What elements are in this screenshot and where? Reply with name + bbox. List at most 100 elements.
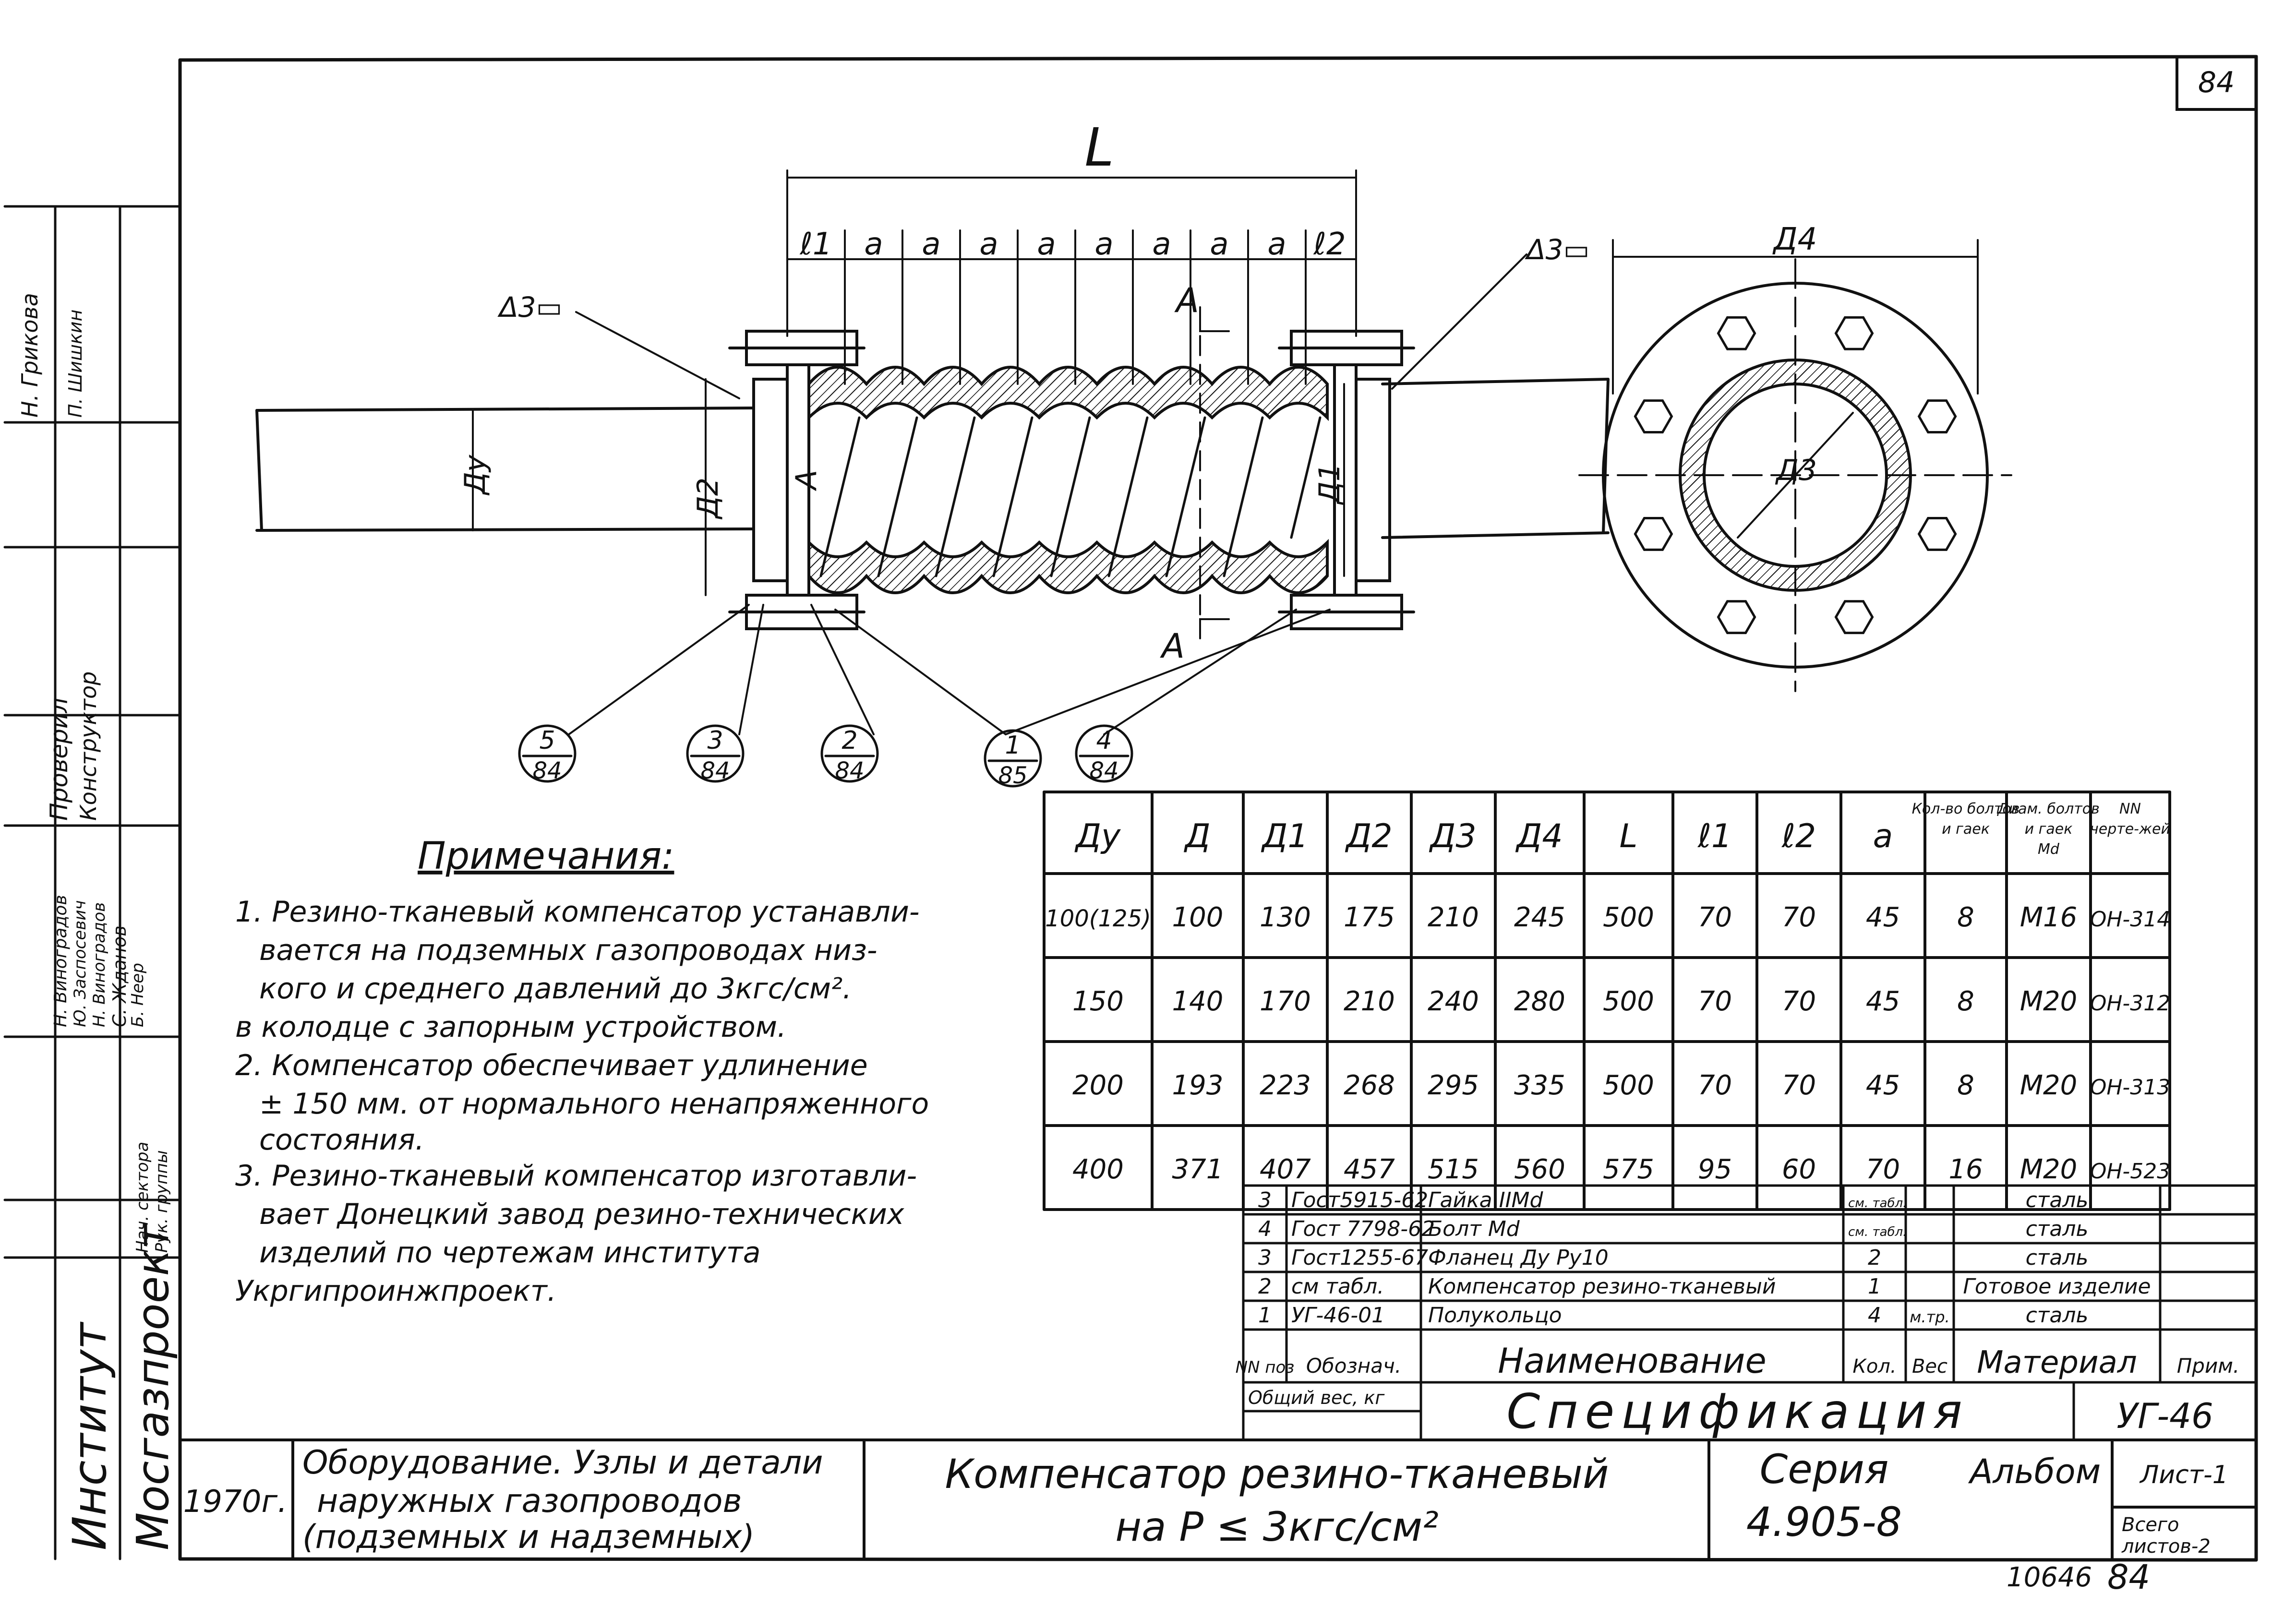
- table-header-cell: и гаек: [2025, 821, 2073, 838]
- bottom-page-number: 84: [2107, 1558, 2150, 1597]
- table-header-cell: L: [1620, 817, 1638, 855]
- title-year: 1970г.: [183, 1484, 288, 1520]
- bolt-hole: [1634, 399, 1673, 433]
- side-role-4: Конструктор: [75, 671, 101, 821]
- svg-text:2: 2: [1258, 1274, 1272, 1299]
- svg-text:Гост 7798-62: Гост 7798-62: [1291, 1217, 1435, 1241]
- title-album-label: Альбом: [1968, 1452, 2101, 1491]
- table-cell: 70: [1698, 986, 1732, 1017]
- section-mark-bottom: А: [1160, 626, 1185, 666]
- svg-text:3: 3: [707, 726, 723, 755]
- archive-number: 10646: [2007, 1562, 2092, 1593]
- table-header-cell: Д: [1183, 817, 1210, 855]
- svg-text:сталь: сталь: [2026, 1188, 2089, 1212]
- table-header-cell: Md: [2038, 841, 2060, 858]
- side-role-1: Н. Грикова: [17, 293, 43, 418]
- table-cell: 8: [1957, 902, 1974, 933]
- note-line-9: вает Донецкий завод резино-технических: [259, 1198, 904, 1231]
- table-cell: 457: [1344, 1154, 1395, 1185]
- side-role-6: Ю. Заспосевич: [71, 900, 90, 1027]
- side-org: Мосгазпроект: [127, 1222, 179, 1550]
- svg-text:1: 1: [1868, 1274, 1881, 1299]
- flange-end-view: [1578, 239, 2012, 692]
- bolt-hole: [1917, 399, 1957, 433]
- note-line-1: 1. Резино-тканевый компенсатор устанавли…: [235, 895, 920, 929]
- table-header-cell: Д1: [1261, 817, 1308, 855]
- weld-mark-left: Δ3▭: [497, 291, 562, 324]
- spec-header: NN поз Обознач. Наименование Кол. Вес Ма…: [1236, 1341, 2240, 1439]
- svg-text:84: 84: [835, 757, 864, 784]
- label-Dy: Ду: [458, 454, 492, 496]
- title-series: 4.905-8: [1746, 1498, 1902, 1546]
- title-total-1: Всего: [2122, 1514, 2179, 1536]
- svg-text:Полукольцо: Полукольцо: [1428, 1303, 1562, 1328]
- note-line-5: 2. Компенсатор обеспечивает удлинение: [235, 1049, 868, 1082]
- table-header-cell: Д4: [1515, 817, 1563, 855]
- note-line-6: ± 150 мм. от нормального ненапряженного: [259, 1087, 929, 1121]
- table-cell: 223: [1260, 1070, 1311, 1101]
- table-cell: M20: [2020, 1154, 2078, 1185]
- table-cell: 245: [1514, 902, 1565, 933]
- table-cell: 240: [1428, 986, 1479, 1017]
- svg-text:Гайка IIMd: Гайка IIMd: [1428, 1188, 1544, 1212]
- table-cell: 200: [1072, 1070, 1124, 1101]
- side-role-7: Н. Виноградов: [90, 902, 109, 1027]
- table-cell: M16: [2020, 902, 2078, 933]
- dim-seg-l2: ℓ2: [1313, 227, 1346, 262]
- svg-text:4: 4: [1258, 1217, 1272, 1241]
- svg-text:Готовое изделие: Готовое изделие: [1963, 1274, 2151, 1299]
- svg-text:5: 5: [539, 726, 555, 755]
- svg-text:см. табл.: см. табл.: [1848, 1225, 1907, 1239]
- weld-leaders: [575, 253, 1527, 399]
- table-header-cell: черте-жей: [2090, 821, 2170, 838]
- table-cell: 515: [1428, 1154, 1479, 1185]
- table-cell: M20: [2020, 986, 2078, 1017]
- svg-text:Спецификация: Спецификация: [1506, 1383, 1969, 1439]
- table-cell: 210: [1428, 902, 1479, 933]
- callouts: 5 84 3 84 2 84 1 85 4 84: [518, 724, 1133, 789]
- dim-seg-a8: a: [1267, 227, 1286, 262]
- svg-text:см. табл.: см. табл.: [1848, 1196, 1907, 1210]
- note-line-8: 3. Резино-тканевый компенсатор изготавли…: [235, 1159, 917, 1193]
- svg-text:NN поз: NN поз: [1236, 1358, 1295, 1377]
- label-D4: Д4: [1772, 222, 1817, 257]
- svg-text:3: 3: [1258, 1246, 1272, 1270]
- table-cell: 70: [1782, 986, 1816, 1017]
- label-D2: Д2: [691, 478, 725, 520]
- table-cell: 45: [1866, 902, 1900, 933]
- table-cell: 8: [1957, 986, 1974, 1017]
- table-cell: 500: [1603, 902, 1654, 933]
- bolt-hole: [1634, 517, 1673, 551]
- sheet-frame: [178, 55, 2258, 1562]
- sheet-corner-number: 84: [2198, 66, 2235, 99]
- svg-text:см табл.: см табл.: [1291, 1274, 1384, 1299]
- note-line-2: вается на подземных газопроводах низ-: [259, 934, 878, 967]
- table-cell: 95: [1698, 1154, 1732, 1185]
- svg-text:2: 2: [1868, 1246, 1881, 1270]
- table-header-cell: a: [1873, 817, 1893, 855]
- dimension-lines: [472, 169, 1357, 639]
- svg-text:Гост1255-67: Гост1255-67: [1291, 1246, 1428, 1270]
- table-cell: 500: [1603, 986, 1654, 1017]
- bolt-hole: [1917, 517, 1957, 551]
- spec-table: [1242, 1184, 2258, 1441]
- callout-5-84: 5 84: [518, 724, 577, 784]
- table-cell: 130: [1260, 902, 1311, 933]
- dim-seg-a5: a: [1094, 227, 1113, 262]
- table-header-cell: Диам. болтов: [1996, 801, 2100, 817]
- title-block: [179, 1438, 2258, 1560]
- notes-title: Примечания:: [418, 835, 674, 878]
- dim-seg-a7: a: [1210, 227, 1228, 262]
- svg-text:Кол.: Кол.: [1852, 1355, 1896, 1378]
- side-role-8: С. Жданов: [109, 925, 130, 1027]
- svg-text:84: 84: [1089, 757, 1118, 784]
- note-line-11: Укргипроинжпроект.: [235, 1274, 556, 1308]
- svg-text:наружных газопроводов: наружных газопроводов: [317, 1482, 742, 1520]
- table-cell: 8: [1957, 1070, 1974, 1101]
- note-line-3: кого и среднего давлений до 3кгс/см².: [259, 972, 852, 1006]
- dim-seg-a4: a: [1037, 227, 1056, 262]
- svg-text:4: 4: [1868, 1303, 1881, 1328]
- side-role-3: Проверил: [45, 698, 73, 821]
- table-cell: 70: [1866, 1154, 1900, 1185]
